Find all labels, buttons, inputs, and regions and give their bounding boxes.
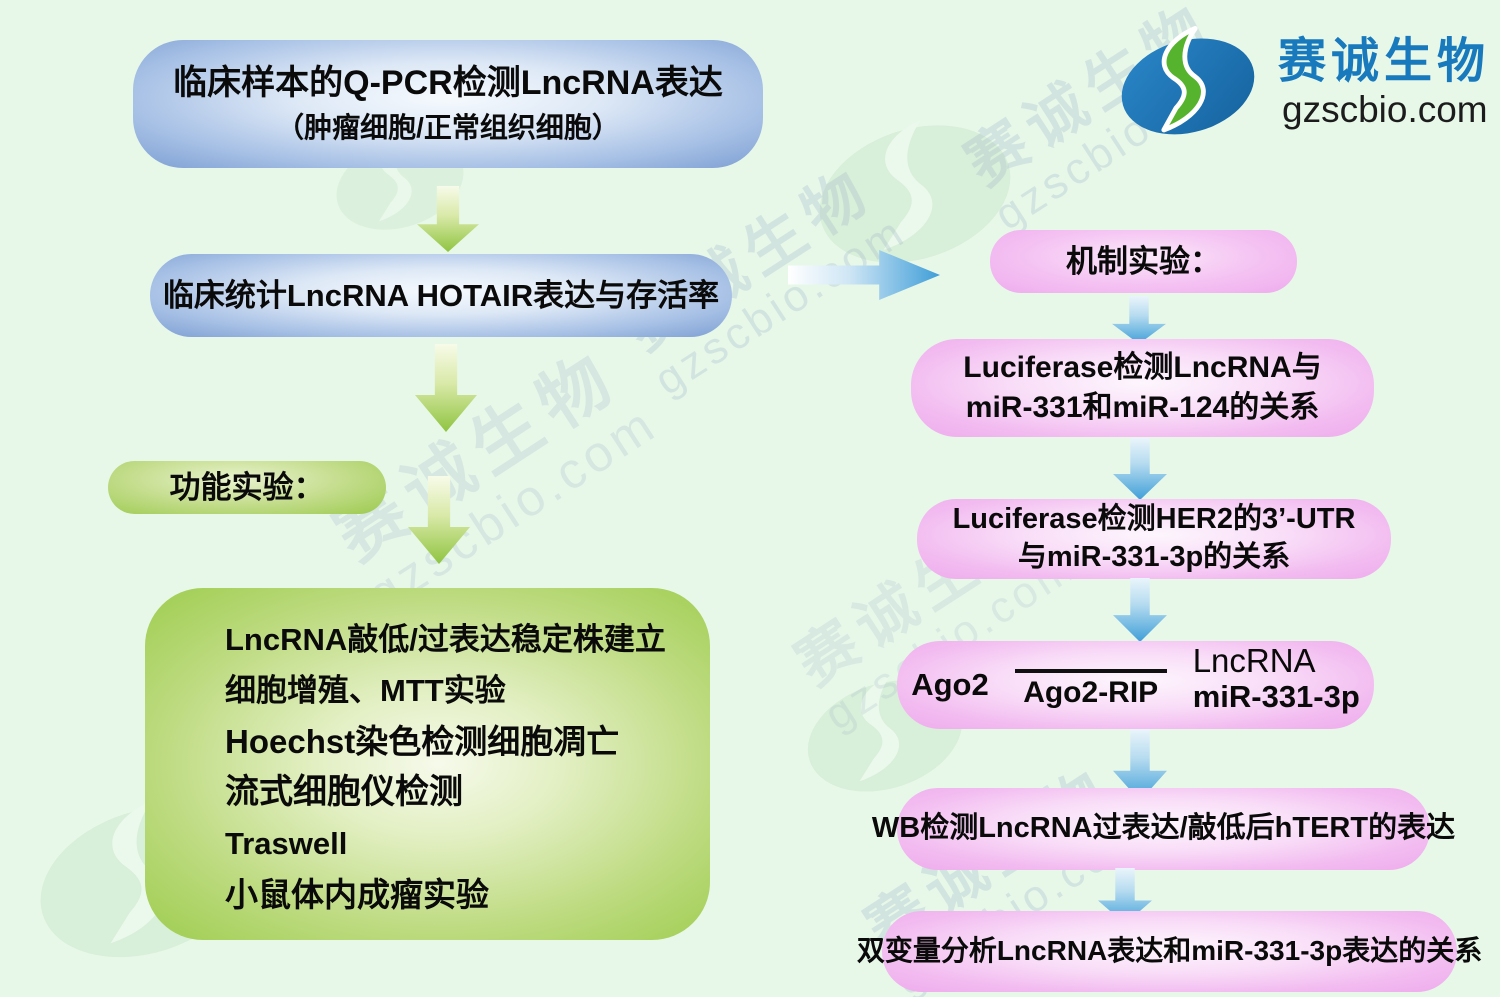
green-down-arrow-3 — [408, 476, 470, 564]
box-luciferase-mir: Luciferase检测LncRNA与 miR-331和miR-124的关系 — [911, 339, 1374, 437]
functional-list-item: LncRNA敲低/过表达稳定株建立 — [225, 622, 666, 657]
luciferase-mir-line2: miR-331和miR-124的关系 — [965, 391, 1320, 424]
functional-list-item: 流式细胞仪检测 — [225, 773, 463, 811]
functional-label-text: 功能实验： — [169, 469, 325, 505]
wb-htert-text: WB检测LncRNA过表达/敲低后hTERT的表达 — [871, 812, 1456, 845]
box-clinical-qpcr-subtitle: （肿瘤细胞/正常组织细胞） — [276, 111, 620, 143]
watermark-logo-icon — [810, 110, 1020, 278]
luciferase-her2-line1: Luciferase检测HER2的3’-UTR — [952, 503, 1356, 536]
functional-list-item: 小鼠体内成瘤实验 — [225, 876, 489, 913]
ago2-rip-label: Ago2-RIP — [1023, 675, 1159, 709]
box-functional-list: LncRNA敲低/过表达稳定株建立 细胞增殖、MTT实验 Hoechst染色检测… — [145, 588, 710, 940]
box-wb-htert: WB检测LncRNA过表达/敲低后hTERT的表达 — [872, 788, 1455, 870]
functional-list-item: Hoechst染色检测细胞凋亡 — [225, 723, 620, 760]
mir-331-3p-label: miR-331-3p — [1192, 679, 1360, 714]
box-mechanism-label: 机制实验： — [990, 230, 1297, 293]
box-clinical-qpcr-title: 临床样本的Q-PCR检测LncRNA表达 — [173, 64, 723, 103]
box-luciferase-her2: Luciferase检测HER2的3’-UTR 与miR-331-3p的关系 — [917, 499, 1391, 579]
bivariate-analysis-text: 双变量分析LncRNA表达和miR-331-3p表达的关系 — [856, 935, 1483, 967]
box-clinical-qpcr: 临床样本的Q-PCR检测LncRNA表达 （肿瘤细胞/正常组织细胞） — [133, 40, 763, 168]
box-clinical-survival: 临床统计LncRNA HOTAIR表达与存活率 — [150, 254, 732, 337]
mechanism-label-text: 机制实验： — [1066, 243, 1221, 279]
logo-mark-icon — [1112, 26, 1264, 142]
blue-right-arrow — [788, 250, 940, 300]
ago2-right-stack: LncRNA miR-331-3p — [1193, 643, 1360, 715]
blue-down-arrow-3 — [1113, 578, 1167, 642]
luciferase-mir-line1: Luciferase检测LncRNA与 — [963, 351, 1322, 385]
functional-list-item: 细胞增殖、MTT实验 — [225, 673, 506, 708]
logo-brand-text: 赛诚生物 — [1278, 35, 1491, 88]
box-bivariate-analysis: 双变量分析LncRNA表达和miR-331-3p表达的关系 — [857, 911, 1482, 992]
box-clinical-survival-text: 临床统计LncRNA HOTAIR表达与存活率 — [162, 277, 720, 313]
green-down-arrow-1 — [417, 186, 479, 252]
ago2-rip-fraction: Ago2-RIP — [1014, 668, 1167, 712]
green-down-arrow-2 — [415, 344, 477, 432]
box-ago2-rip: Ago2 Ago2-RIP LncRNA miR-331-3p — [897, 641, 1374, 729]
box-functional-label: 功能实验： — [108, 461, 386, 514]
logo-text: 赛诚生物 gzscbio.com — [1278, 36, 1490, 132]
lncrna-label: LncRNA — [1192, 642, 1316, 679]
luciferase-her2-line2: 与miR-331-3p的关系 — [1017, 541, 1291, 573]
logo-domain-text: gzscbio.com — [1282, 89, 1488, 130]
functional-list-item: Traswell — [225, 826, 348, 861]
company-logo: 赛诚生物 gzscbio.com — [1112, 26, 1490, 142]
blue-down-arrow-2 — [1113, 438, 1167, 500]
ago2-label: Ago2 — [911, 667, 989, 703]
blue-down-arrow-1 — [1112, 296, 1166, 344]
fraction-line — [1014, 668, 1167, 673]
